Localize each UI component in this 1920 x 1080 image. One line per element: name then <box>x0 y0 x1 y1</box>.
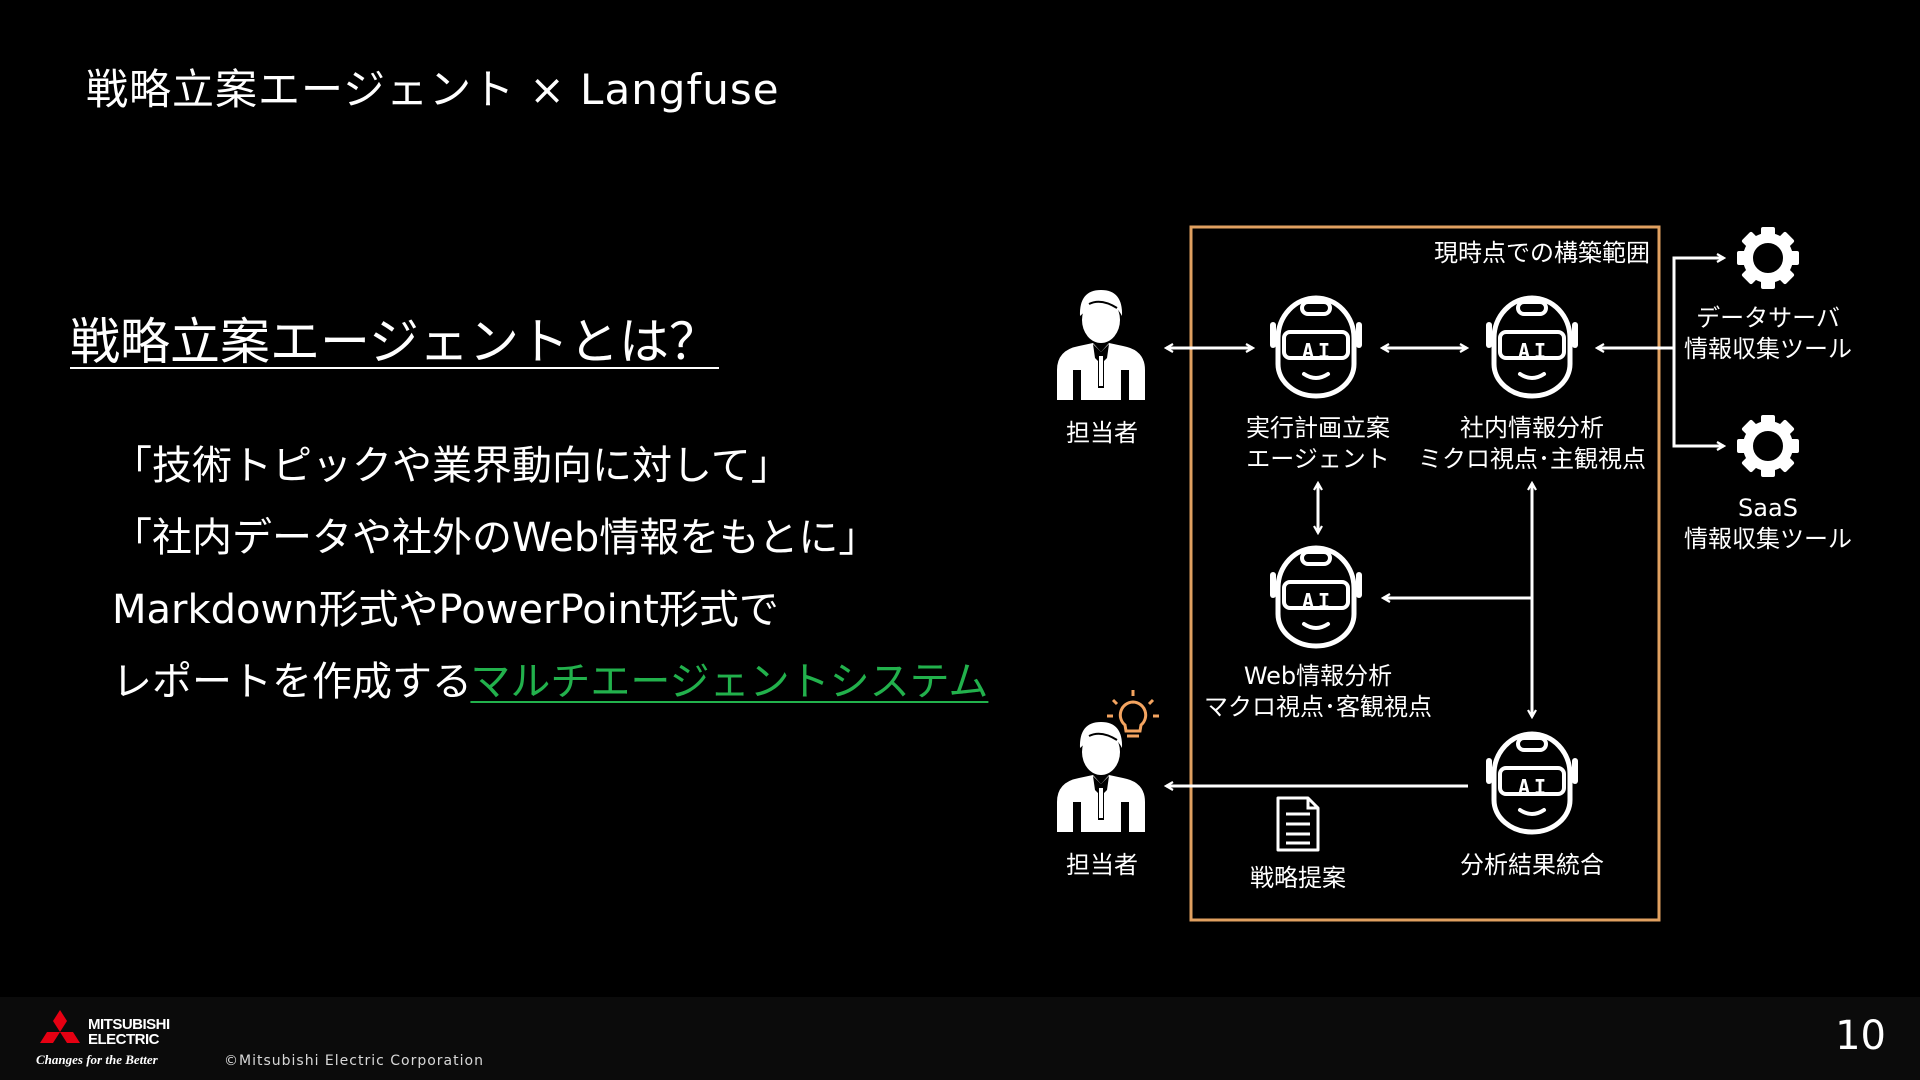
tool-saas-line2: 情報収集ツール <box>1684 525 1852 553</box>
robot-badge-exec: AI <box>1302 339 1334 363</box>
page-number: 10 <box>1835 1013 1886 1059</box>
three-diamonds-icon <box>40 1010 80 1043</box>
gear-icon <box>1737 415 1799 477</box>
logo-line2: ELECTRIC <box>88 1031 159 1048</box>
person-bottom-label: 担当者 <box>1066 851 1138 879</box>
logo-wordmark: MITSUBISHI ELECTRIC <box>88 1017 170 1047</box>
robot-badge-text: AI AI AI AI <box>1302 339 1550 799</box>
tool-saas-label: SaaS 情報収集ツール <box>1678 493 1858 555</box>
description-lines: 「技術トピックや業界動向に対して」 「社内データや社外のWeb情報をもとに」 M… <box>112 430 988 718</box>
agent-exec-label: 実行計画立案 エージェント <box>1208 413 1428 475</box>
diagram-canvas: AI AI AI AI <box>1056 0 1920 922</box>
scope-boundary <box>1189 225 1661 922</box>
agent-integrate-label: 分析結果統合 <box>1460 851 1604 879</box>
agent-internal-line2: ミクロ視点･主観視点 <box>1418 445 1646 473</box>
robot-badge-web: AI <box>1302 589 1334 613</box>
tool-data-line1: データサーバ <box>1696 304 1840 332</box>
slide-title: 戦略立案エージェント × Langfuse <box>86 65 780 114</box>
agent-internal-label: 社内情報分析 ミクロ視点･主観視点 <box>1412 413 1652 475</box>
gear-icon <box>1737 227 1799 289</box>
mitsubishi-logo: MITSUBISHI ELECTRIC Changes for the Bett… <box>34 1009 194 1069</box>
person-top-label: 担当者 <box>1066 419 1138 447</box>
tool-data-label: データサーバ 情報収集ツール <box>1678 303 1858 365</box>
robot-badge-integrate: AI <box>1518 775 1550 799</box>
lightbulb-icon <box>1107 690 1159 738</box>
tool-saas-line1: SaaS <box>1738 494 1798 522</box>
description-line-4: レポートを作成するマルチエージェントシステム <box>112 646 988 718</box>
agent-web-label: Web情報分析 マクロ視点･客観視点 <box>1198 661 1438 723</box>
robot-badge-internal: AI <box>1518 339 1550 363</box>
architecture-diagram: AI AI AI AI 現時点での構築範囲 担当者 <box>1056 0 1920 922</box>
person-icon <box>1056 289 1146 401</box>
footer: MITSUBISHI ELECTRIC Changes for the Bett… <box>0 997 1920 1080</box>
description-line-3: Markdown形式やPowerPoint形式で <box>112 587 779 633</box>
arrow-to-saas-tool <box>1672 348 1724 446</box>
description-line-4-text: レポートを作成する <box>112 659 471 705</box>
agent-exec-line1: 実行計画立案 <box>1246 414 1390 442</box>
agent-web-line2: マクロ視点･客観視点 <box>1204 693 1432 721</box>
logo-tagline: Changes for the Better <box>36 1052 158 1067</box>
description-line-2: 「社内データや社外のWeb情報をもとに」 <box>112 515 879 561</box>
person-icon <box>1056 721 1146 833</box>
tool-data-line2: 情報収集ツール <box>1684 335 1852 363</box>
description-line-1: 「技術トピックや業界動向に対して」 <box>112 443 791 489</box>
document-label: 戦略提案 <box>1250 864 1346 892</box>
copyright-notice: ©Mitsubishi Electric Corporation <box>224 1053 484 1069</box>
multi-agent-system-link[interactable]: マルチエージェントシステム <box>470 659 989 705</box>
agent-web-line1: Web情報分析 <box>1243 662 1393 690</box>
scope-label: 現時点での構築範囲 <box>1434 239 1650 267</box>
document-icon <box>1276 796 1320 852</box>
logo-line1: MITSUBISHI <box>88 1016 170 1033</box>
agent-exec-line2: エージェント <box>1246 445 1390 473</box>
arrow-to-data-tool <box>1672 258 1724 348</box>
agent-internal-line1: 社内情報分析 <box>1460 414 1604 442</box>
section-heading: 戦略立案エージェントとは？ <box>70 313 719 371</box>
